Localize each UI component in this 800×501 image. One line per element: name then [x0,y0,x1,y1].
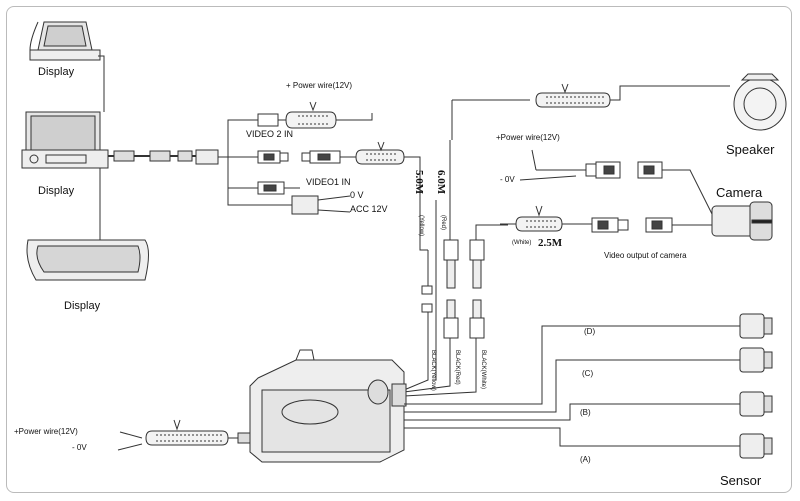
tag-yellow-label: BLACK(Yellow) [430,350,436,391]
zero-v-label: 0 V [350,190,364,200]
power-wire-bottom-label: +Power wire(12V) [14,427,78,436]
display-top-label: Display [38,66,75,78]
control-module [249,349,407,463]
camera-video-cable [500,205,712,233]
speaker-label: Speaker [726,142,775,157]
acc-junction [291,195,351,215]
display-top-device [29,21,101,61]
sensor-a-label: (A) [580,455,591,464]
speaker-device [733,73,787,131]
rca-video2-in [257,141,428,251]
length-6m-label: 6.0M [435,170,447,195]
display-bottom-device [26,239,149,281]
length-5m-label: 5.0M [413,170,425,195]
camera-device [711,201,773,241]
display-mid-label: Display [38,185,75,197]
tag-white-label: BLACK(White) [480,350,486,390]
sensor-b-label: (B) [580,408,591,417]
camera-label: Camera [716,185,763,200]
power-wire-top [228,101,373,129]
acc-12v-label: ACC 12V [350,204,388,214]
zero-v-camera-label: - 0V [500,175,515,184]
sensor-label: Sensor [720,473,762,488]
red-label: (Red) [440,215,446,231]
zero-v-bottom-label: - 0V [72,443,87,452]
cable-bundle-vertical [403,99,530,397]
speaker-cable [452,83,730,108]
display-bottom-label: Display [64,300,101,312]
sensor-d-label: (D) [584,327,596,336]
rca-video1-in [257,181,300,195]
video2-in-label: VIDEO 2 IN [246,129,294,139]
tag-red-label: BLACK(Red) [454,350,460,385]
length-25m-label: 2.5M [538,237,563,249]
power-wire-top-label: + Power wire(12V) [286,81,353,90]
cable-top-display [98,55,105,112]
yellow-label: (Yellow) [418,215,424,237]
sensor-devices [739,313,773,459]
display-mid-device [21,111,109,169]
video1-in-label: VIDEO1 IN [306,177,351,187]
camera-power-wire [519,149,713,215]
diagram-frame [6,6,792,493]
module-power-wire [117,419,251,451]
harness-main [108,119,292,206]
sensor-c-label: (C) [582,369,594,378]
video-output-camera-label: Video output of camera [604,251,687,260]
power-wire-camera-label: +Power wire(12V) [496,133,560,142]
sensor-cables [404,325,740,447]
white-label: (White) [512,240,532,246]
